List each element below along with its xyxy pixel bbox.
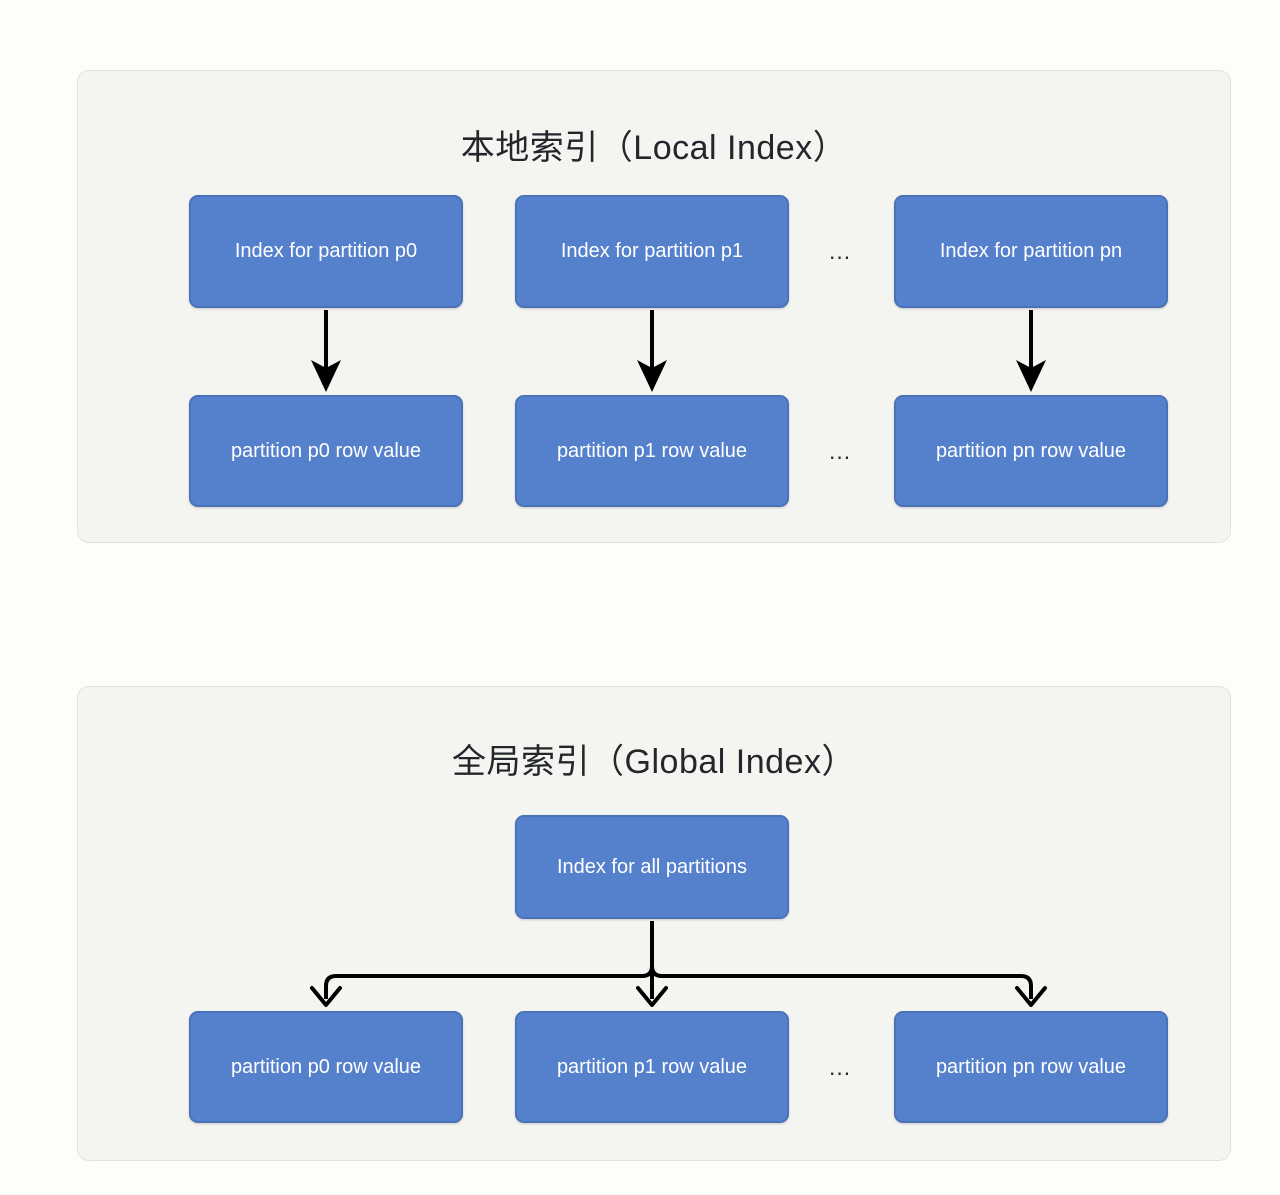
node-global-partition-p1-row-value[interactable]: partition p1 row value xyxy=(515,1011,789,1123)
node-index-for-partition-pn[interactable]: Index for partition pn xyxy=(894,195,1168,308)
node-local-partition-p1-row-value[interactable]: partition p1 row value xyxy=(515,395,789,507)
node-local-partition-p0-row-value[interactable]: partition p0 row value xyxy=(189,395,463,507)
ellipsis-local-value-row: ... xyxy=(829,438,852,464)
ellipsis-local-index-row: ... xyxy=(829,238,852,264)
node-global-partition-pn-row-value[interactable]: partition pn row value xyxy=(894,1011,1168,1123)
panel-local-index-title: 本地索引（Local Index） xyxy=(460,129,848,167)
panel-global-index-title: 全局索引（Global Index） xyxy=(452,743,856,781)
node-index-for-partition-p1[interactable]: Index for partition p1 xyxy=(515,195,789,308)
ellipsis-global-value-row: ... xyxy=(829,1054,852,1080)
node-local-partition-pn-row-value[interactable]: partition pn row value xyxy=(894,395,1168,507)
node-global-partition-p0-row-value[interactable]: partition p0 row value xyxy=(189,1011,463,1123)
node-index-for-all-partitions[interactable]: Index for all partitions xyxy=(515,815,789,919)
node-index-for-partition-p0[interactable]: Index for partition p0 xyxy=(189,195,463,308)
